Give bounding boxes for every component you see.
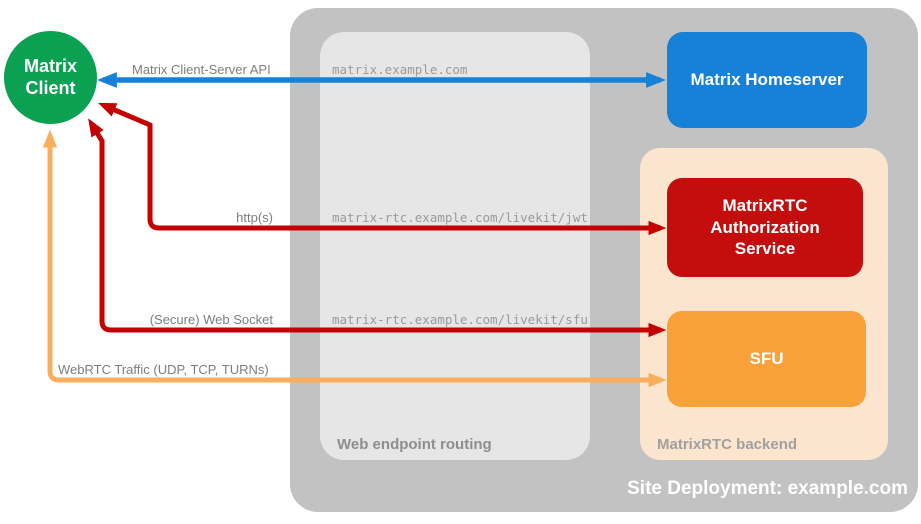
- connection-label-https: http(s): [236, 210, 273, 225]
- site-deployment-label: Site Deployment: example.com: [627, 478, 908, 499]
- connection-label-client-server-api: Matrix Client-Server API: [132, 62, 271, 77]
- sfu-node: SFU: [667, 311, 866, 407]
- matrix-client-node: Matrix Client: [4, 31, 97, 124]
- web-endpoint-routing-container: [320, 32, 590, 460]
- web-endpoint-routing-label: Web endpoint routing: [337, 436, 492, 453]
- sfu-label: SFU: [749, 349, 784, 368]
- auth-service-label: MatrixRTC Authorization Service: [710, 195, 820, 259]
- matrix-homeserver-label: Matrix Homeserver: [690, 70, 844, 89]
- matrix-client-label: Matrix Client: [23, 55, 77, 98]
- connection-label-websocket: (Secure) Web Socket: [149, 312, 273, 327]
- matrixrtc-backend-label: MatrixRTC backend: [657, 436, 798, 453]
- endpoint-url-homeserver: matrix.example.com: [332, 62, 468, 77]
- matrix-homeserver-node: Matrix Homeserver: [667, 32, 867, 128]
- endpoint-url-jwt: matrix-rtc.example.com/livekit/jwt: [332, 210, 588, 225]
- endpoint-url-sfu: matrix-rtc.example.com/livekit/sfu: [332, 312, 588, 327]
- auth-service-node: MatrixRTC Authorization Service: [667, 178, 863, 277]
- connection-label-webrtc-traffic: WebRTC Traffic (UDP, TCP, TURNs): [58, 362, 269, 377]
